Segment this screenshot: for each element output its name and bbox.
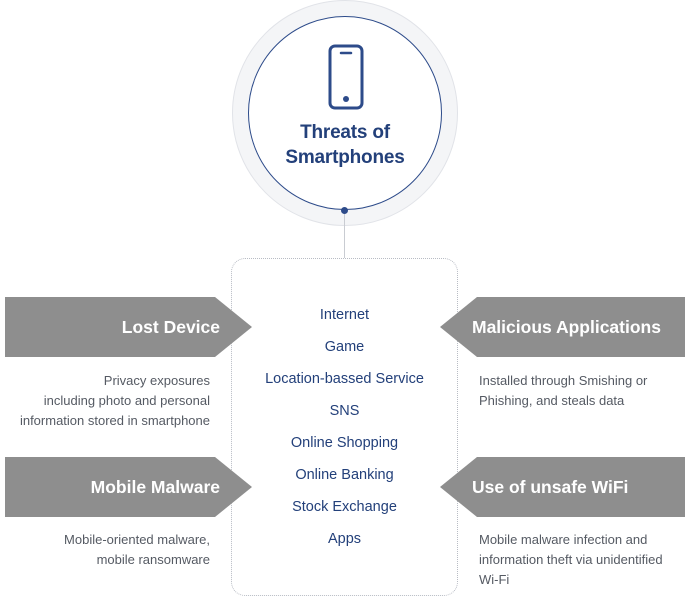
malicious-apps-description: Installed through Smishing or Phishing, …: [479, 371, 685, 411]
mobile-malware-label: Mobile Malware: [90, 476, 220, 497]
arrow-mobile-malware: Mobile Malware: [5, 457, 252, 517]
unsafe-wifi-desc-line-2: information theft via unidentified: [479, 552, 663, 567]
mobile-malware-desc-line-1: Mobile-oriented malware,: [64, 532, 210, 547]
lost-device-description: Privacy exposures including photo and pe…: [0, 371, 210, 431]
unsafe-wifi-description: Mobile malware infection and information…: [479, 530, 685, 590]
malicious-apps-desc-line-2: Phishing, and steals data: [479, 393, 625, 408]
unsafe-wifi-desc-line-1: Mobile malware infection and: [479, 532, 648, 547]
connector-dot: [341, 207, 348, 214]
hub-title-line-2: Smartphones: [285, 147, 405, 168]
service-item-online-shopping: Online Shopping: [290, 435, 399, 451]
service-item-online-banking: Online Banking: [295, 467, 394, 483]
service-item-apps: Apps: [327, 531, 362, 547]
service-item-stock-exchange: Stock Exchange: [292, 499, 397, 515]
lost-device-desc-line-3: information stored in smartphone: [19, 413, 210, 428]
smartphone-icon: [328, 44, 364, 110]
unsafe-wifi-desc-line-3: Wi-Fi: [479, 572, 510, 587]
hub-circle: [248, 16, 442, 210]
service-item-location: Location-bassed Service: [265, 371, 424, 387]
malicious-apps-label: Malicious Applications: [472, 316, 661, 337]
malicious-apps-desc-line-1: Installed through Smishing or: [479, 373, 648, 388]
connector-line: [344, 214, 345, 258]
arrow-malicious-applications: Malicious Applications: [440, 297, 685, 357]
service-item-game: Game: [324, 339, 365, 355]
service-item-sns: SNS: [329, 403, 360, 419]
lost-device-label: Lost Device: [121, 316, 220, 337]
hub-title-line-1: Threats of: [300, 122, 390, 143]
hub-title: Threats of Smartphones: [248, 120, 442, 170]
arrow-lost-device: Lost Device: [5, 297, 252, 357]
services-box: [231, 258, 458, 596]
lost-device-desc-line-2: including photo and personal: [43, 393, 210, 408]
service-item-internet: Internet: [319, 307, 370, 323]
mobile-malware-desc-line-2: mobile ransomware: [96, 552, 210, 567]
lost-device-desc-line-1: Privacy exposures: [103, 373, 210, 388]
arrow-unsafe-wifi: Use of unsafe WiFi: [440, 457, 685, 517]
unsafe-wifi-label: Use of unsafe WiFi: [472, 476, 629, 497]
mobile-malware-description: Mobile-oriented malware, mobile ransomwa…: [0, 530, 210, 570]
